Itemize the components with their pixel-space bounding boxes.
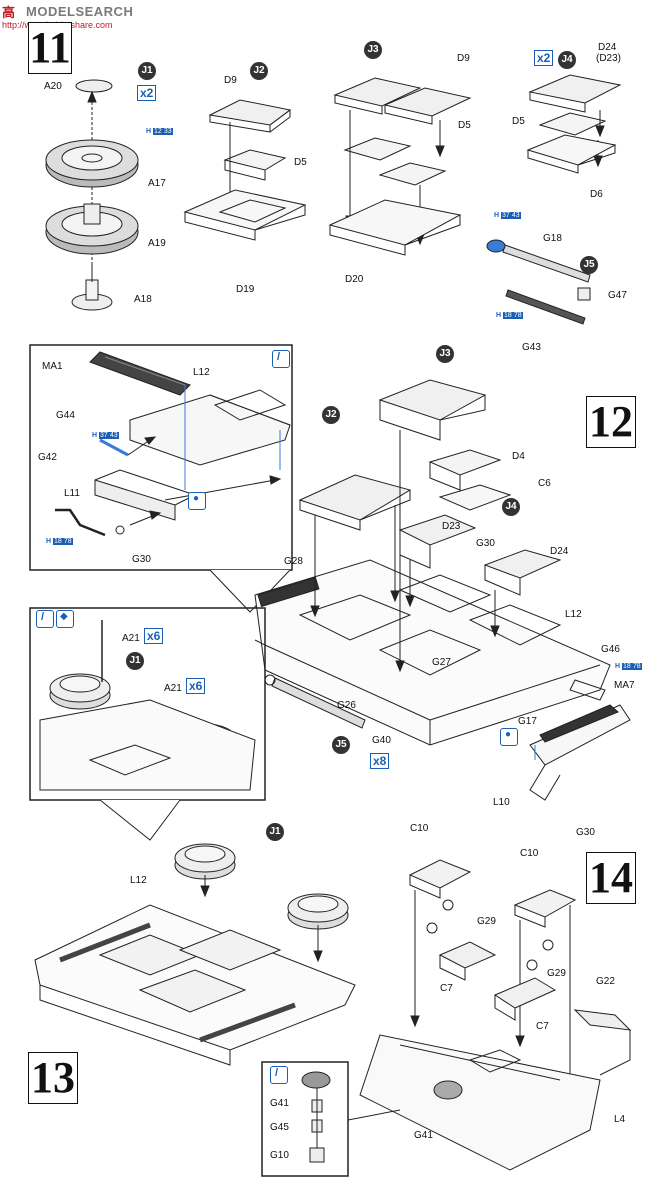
sub-assembly-badge: J4 [502, 498, 520, 516]
sub-assembly-badge: J2 [250, 62, 268, 80]
part-label: L11 [64, 488, 80, 499]
part-label: D23 [442, 521, 461, 532]
part-label: D6 [590, 189, 603, 200]
step-number-14: 14 [586, 852, 636, 904]
part-label: G30 [476, 538, 495, 549]
quantity-badge: x6 [186, 678, 206, 694]
sub-assembly-badge: J5 [332, 736, 350, 754]
part-label: G47 [608, 290, 627, 301]
part-label: G18 [543, 233, 562, 244]
part-label: L4 [614, 1114, 626, 1125]
sub-assembly-badge: J5 [580, 256, 598, 274]
part-label: G30 [132, 554, 151, 565]
part-label: G45 [270, 1122, 289, 1133]
step-number-13: 13 [28, 1052, 78, 1104]
sub-assembly-badge: J1 [138, 62, 156, 80]
quantity-badge: x8 [370, 753, 390, 769]
sub-assembly-badge: J1 [126, 652, 144, 670]
step-number-11: 11 [28, 22, 72, 74]
sub-assembly-badge: J3 [436, 345, 454, 363]
part-label: D19 [236, 284, 255, 295]
part-label: G29 [477, 916, 496, 927]
part-label: G43 [522, 342, 541, 353]
quantity-badge: x2 [137, 85, 157, 101]
part-label: (D23) [596, 53, 622, 64]
part-label: G46 [601, 644, 620, 655]
part-label: MA7 [614, 680, 635, 691]
part-label: C10 [410, 823, 429, 834]
part-label: L10 [493, 797, 510, 808]
part-label: D9 [224, 75, 237, 86]
part-label: D4 [512, 451, 525, 462]
part-label: A20 [44, 81, 62, 92]
paint-tip-icon: ● [188, 492, 206, 510]
part-label: D20 [345, 274, 364, 285]
part-label: L12 [193, 367, 210, 378]
part-label: G17 [518, 716, 537, 727]
site-logo: 高 [2, 5, 16, 20]
part-label: C10 [520, 848, 539, 859]
part-label: G22 [596, 976, 615, 987]
part-label: D5 [294, 157, 307, 168]
part-label: D24 [550, 546, 569, 557]
part-label: C6 [538, 478, 551, 489]
sub-assembly-badge: J3 [364, 41, 382, 59]
part-label: A21 [164, 683, 182, 694]
part-label: G41 [414, 1130, 433, 1141]
glue-tip-icon: / [270, 1066, 288, 1084]
part-label: C7 [536, 1021, 549, 1032]
part-label: MA1 [42, 361, 63, 372]
paint-tip-icon: ● [500, 728, 518, 746]
sub-assembly-badge: J4 [558, 51, 576, 69]
part-label: G40 [372, 735, 391, 746]
quantity-badge: x6 [144, 628, 164, 644]
part-label: D5 [512, 116, 525, 127]
part-label: D24 [598, 42, 617, 53]
glue-tip-icon: / [272, 350, 290, 368]
part-label: G10 [270, 1150, 289, 1161]
part-label: A17 [148, 178, 166, 189]
part-label: L12 [130, 875, 147, 886]
part-label: D9 [457, 53, 470, 64]
part-label: L12 [565, 609, 582, 620]
glue-tip-icon: / [36, 610, 54, 628]
sub-assembly-badge: J1 [266, 823, 284, 841]
part-label: G30 [576, 827, 595, 838]
part-label: G28 [284, 556, 303, 567]
part-label: G42 [38, 452, 57, 463]
part-label: G41 [270, 1098, 289, 1109]
part-label: C7 [440, 983, 453, 994]
part-label: D5 [458, 120, 471, 131]
step-number-12: 12 [586, 396, 636, 448]
option-tip-icon: ◆ [56, 610, 74, 628]
site-name: MODELSEARCH [26, 4, 134, 19]
part-label: G44 [56, 410, 75, 421]
part-label: G29 [547, 968, 566, 979]
part-label: G27 [432, 657, 451, 668]
part-label: A19 [148, 238, 166, 249]
sub-assembly-badge: J2 [322, 406, 340, 424]
part-label: G26 [337, 700, 356, 711]
part-label: A18 [134, 294, 152, 305]
part-label: A21 [122, 633, 140, 644]
quantity-badge: x2 [534, 50, 554, 66]
